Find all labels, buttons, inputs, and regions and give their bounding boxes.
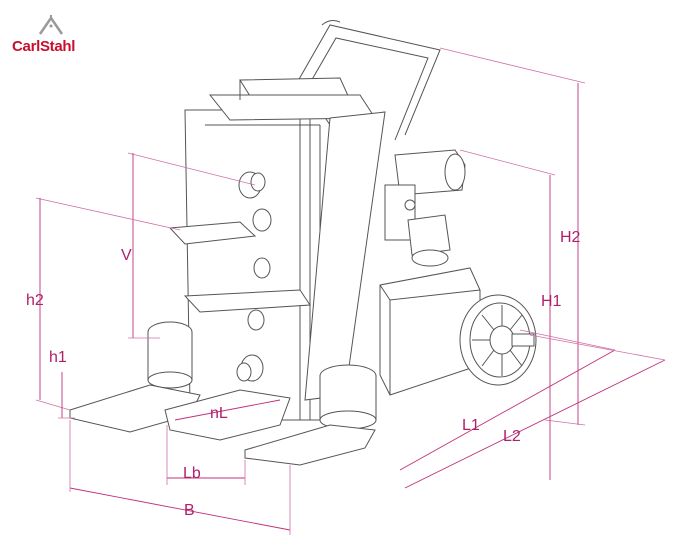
label-L2: L2 xyxy=(503,428,521,445)
label-h2: h2 xyxy=(26,292,44,309)
wheel xyxy=(459,294,537,386)
piston-right xyxy=(319,364,377,430)
piston-left xyxy=(147,321,193,389)
column-holes xyxy=(236,171,272,382)
lifting-claws xyxy=(168,221,311,313)
label-H1: H1 xyxy=(541,293,562,310)
label-Lb: Lb xyxy=(183,465,201,482)
brand-logo-text: CarlStahl xyxy=(12,38,76,55)
label-nL: nL xyxy=(210,405,228,422)
fork-middle xyxy=(164,389,291,441)
brand-logo: CarlStahl xyxy=(8,8,88,55)
top-block xyxy=(208,77,376,121)
label-V: V xyxy=(121,247,132,264)
label-B: B xyxy=(184,502,195,519)
label-H2: H2 xyxy=(560,229,581,246)
pump-unit xyxy=(384,149,466,267)
label-h1: h1 xyxy=(49,349,67,366)
dimension-lines xyxy=(35,47,666,535)
fork-right xyxy=(244,424,376,466)
label-L1: L1 xyxy=(462,417,480,434)
brand-logo-mark-icon xyxy=(38,15,64,35)
